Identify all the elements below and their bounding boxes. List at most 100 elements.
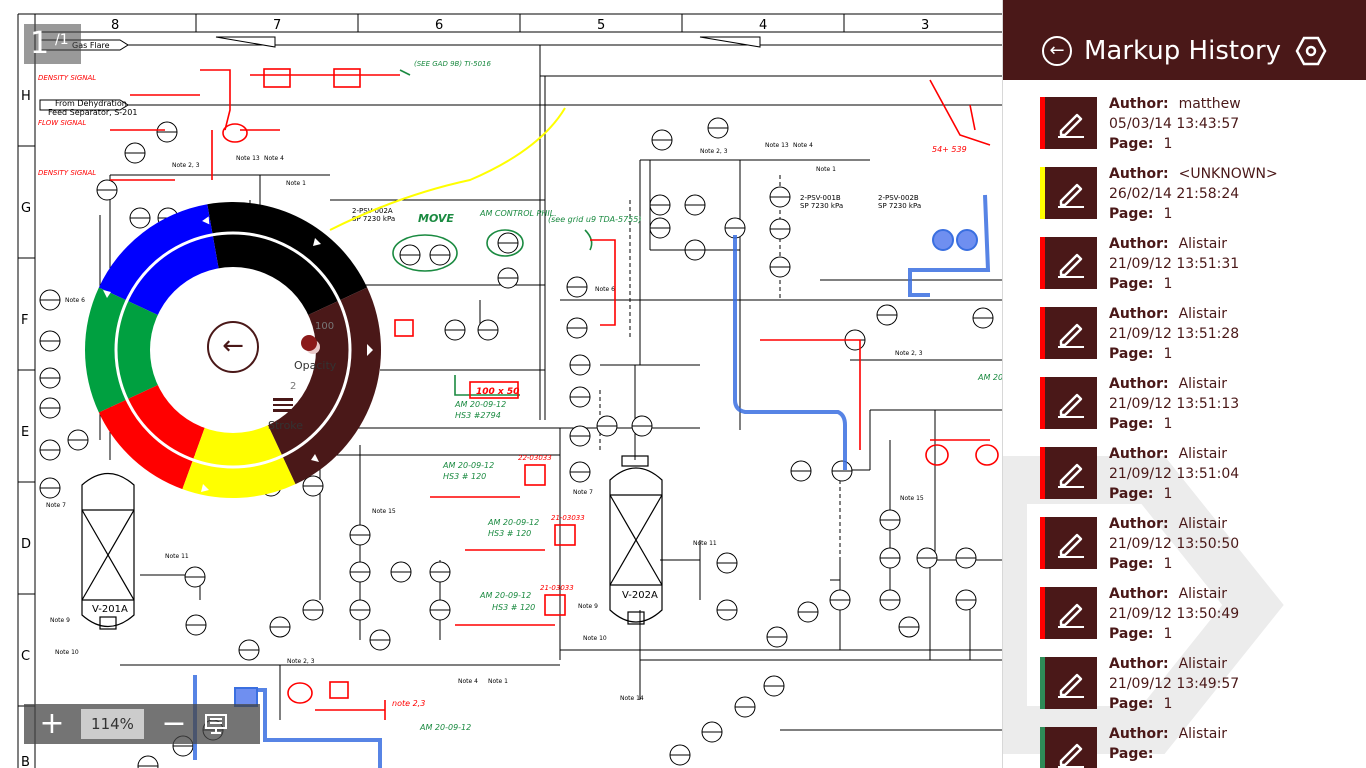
pen-thumbnail — [1045, 97, 1097, 149]
radial-back-button[interactable]: ← — [207, 321, 259, 373]
panel-header: ← Markup History — [1003, 0, 1366, 80]
panel-back-button[interactable]: ← — [1042, 36, 1072, 66]
present-mode-button[interactable] — [204, 704, 260, 744]
entry-page: 1 — [1163, 416, 1173, 432]
note-label: Note 11 — [165, 553, 189, 560]
note-label: Note 7 — [46, 502, 66, 509]
presentation-icon — [205, 714, 227, 734]
markup-text: 54+ 539 — [932, 145, 967, 154]
note-label: Note 2, 3 — [895, 350, 923, 357]
note-label: Note 15 — [900, 495, 924, 502]
row-letter: B — [21, 755, 30, 768]
markup-text: HS3 # 120 — [488, 529, 531, 538]
tag-label: Feed Separator, S-201 — [48, 108, 137, 117]
entry-page: 1 — [1163, 696, 1173, 712]
markup-text: AM 20-09-12 — [487, 518, 539, 527]
page-key: Page: — [1109, 556, 1154, 572]
markup-text: AM 20-09-12 — [442, 461, 494, 470]
stroke-lines-icon[interactable] — [273, 398, 293, 415]
author-name: Alistair — [1178, 656, 1227, 672]
author-name: Alistair — [1178, 236, 1227, 252]
page-key: Page: — [1109, 136, 1154, 152]
note-label: Note 4 — [458, 678, 478, 685]
markup-text: FLOW SIGNAL — [38, 119, 86, 127]
entry-page: 1 — [1163, 136, 1173, 152]
entry-color-strip — [1040, 167, 1045, 219]
author-key: Author: — [1109, 516, 1169, 532]
markup-text: DENSITY SIGNAL — [38, 169, 96, 177]
note-label: Note 15 — [372, 508, 396, 515]
entry-datetime: 21/09/12 13:51:13 — [1109, 396, 1240, 412]
total-pages: /1 — [55, 32, 69, 48]
note-label: Note 9 — [578, 603, 598, 610]
stroke-value: 2 — [290, 381, 297, 392]
markup-text: HS3 #2794 — [455, 411, 501, 420]
entry-datetime: 21/09/12 13:50:50 — [1109, 536, 1240, 552]
row-letter: G — [21, 201, 31, 216]
author-key: Author: — [1109, 166, 1169, 182]
author-name: matthew — [1178, 96, 1241, 112]
entry-color-strip — [1040, 447, 1045, 499]
page-key: Page: — [1109, 416, 1154, 432]
pen-icon — [1058, 743, 1084, 768]
zoom-out-button[interactable]: − — [161, 706, 187, 741]
opacity-dot-icon[interactable] — [299, 333, 323, 357]
page-key: Page: — [1109, 696, 1154, 712]
note-label: Note 2, 3 — [700, 148, 728, 155]
pen-icon — [1058, 533, 1084, 558]
radial-color-menu[interactable]: ← 100 Opacity 2 Stroke — [83, 200, 383, 500]
note-label: Note 13 — [765, 142, 789, 149]
settings-hexagon-icon[interactable] — [1295, 35, 1327, 67]
author-name: Alistair — [1178, 726, 1227, 742]
author-name: Alistair — [1178, 586, 1227, 602]
tag-label: Gas Flare — [72, 41, 110, 50]
note-label: Note 1 — [488, 678, 508, 685]
pen-thumbnail — [1045, 167, 1097, 219]
entry-color-strip — [1040, 587, 1045, 639]
zoom-level[interactable]: 114% — [81, 709, 144, 739]
pen-icon — [1058, 393, 1084, 418]
author-name: Alistair — [1178, 306, 1227, 322]
author-name: <UNKNOWN> — [1178, 166, 1278, 182]
col-number: 5 — [597, 18, 605, 33]
entry-datetime: 21/09/12 13:51:28 — [1109, 326, 1240, 342]
pen-thumbnail — [1045, 377, 1097, 429]
markup-text: 100 x 50 — [476, 387, 519, 397]
panel-title: Markup History — [1084, 36, 1282, 66]
entry-color-strip — [1040, 97, 1045, 149]
drawing-canvas[interactable]: 8 7 6 5 4 3 H G F E D C B — [0, 0, 1002, 768]
stroke-label[interactable]: Stroke — [268, 419, 304, 432]
pid-drawing: 8 7 6 5 4 3 H G F E D C B — [17, 13, 1002, 768]
note-label: Note 11 — [693, 540, 717, 547]
entry-datetime: 21/09/12 13:51:31 — [1109, 256, 1240, 272]
entry-datetime: 26/02/14 21:58:24 — [1109, 186, 1240, 202]
psv-label: SP 7230 kPa — [878, 202, 921, 210]
page-key: Page: — [1109, 206, 1154, 222]
pen-icon — [1058, 253, 1084, 278]
vessel-label: V-202A — [622, 590, 658, 601]
current-page: 1 — [30, 26, 50, 61]
zoom-in-button[interactable]: + — [39, 706, 65, 741]
col-number: 6 — [435, 18, 443, 33]
note-label: Note 13 — [236, 155, 260, 162]
pen-thumbnail — [1045, 237, 1097, 289]
author-key: Author: — [1109, 306, 1169, 322]
opacity-label[interactable]: Opacity — [294, 359, 337, 372]
markup-text: note 2,3 — [392, 699, 425, 708]
